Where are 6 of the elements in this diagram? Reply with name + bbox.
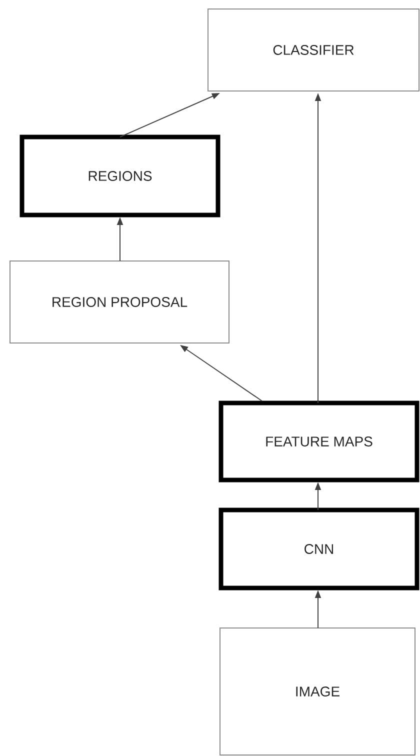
process-box: IMAGE: [220, 628, 416, 756]
process-box: CNN: [218, 508, 420, 590]
process-box: FEATURE MAPS: [218, 400, 420, 482]
process-box: REGIONS: [20, 134, 220, 218]
process-box: CLASSIFIER: [208, 8, 420, 92]
process-box: REGION PROPOSAL: [10, 260, 230, 344]
